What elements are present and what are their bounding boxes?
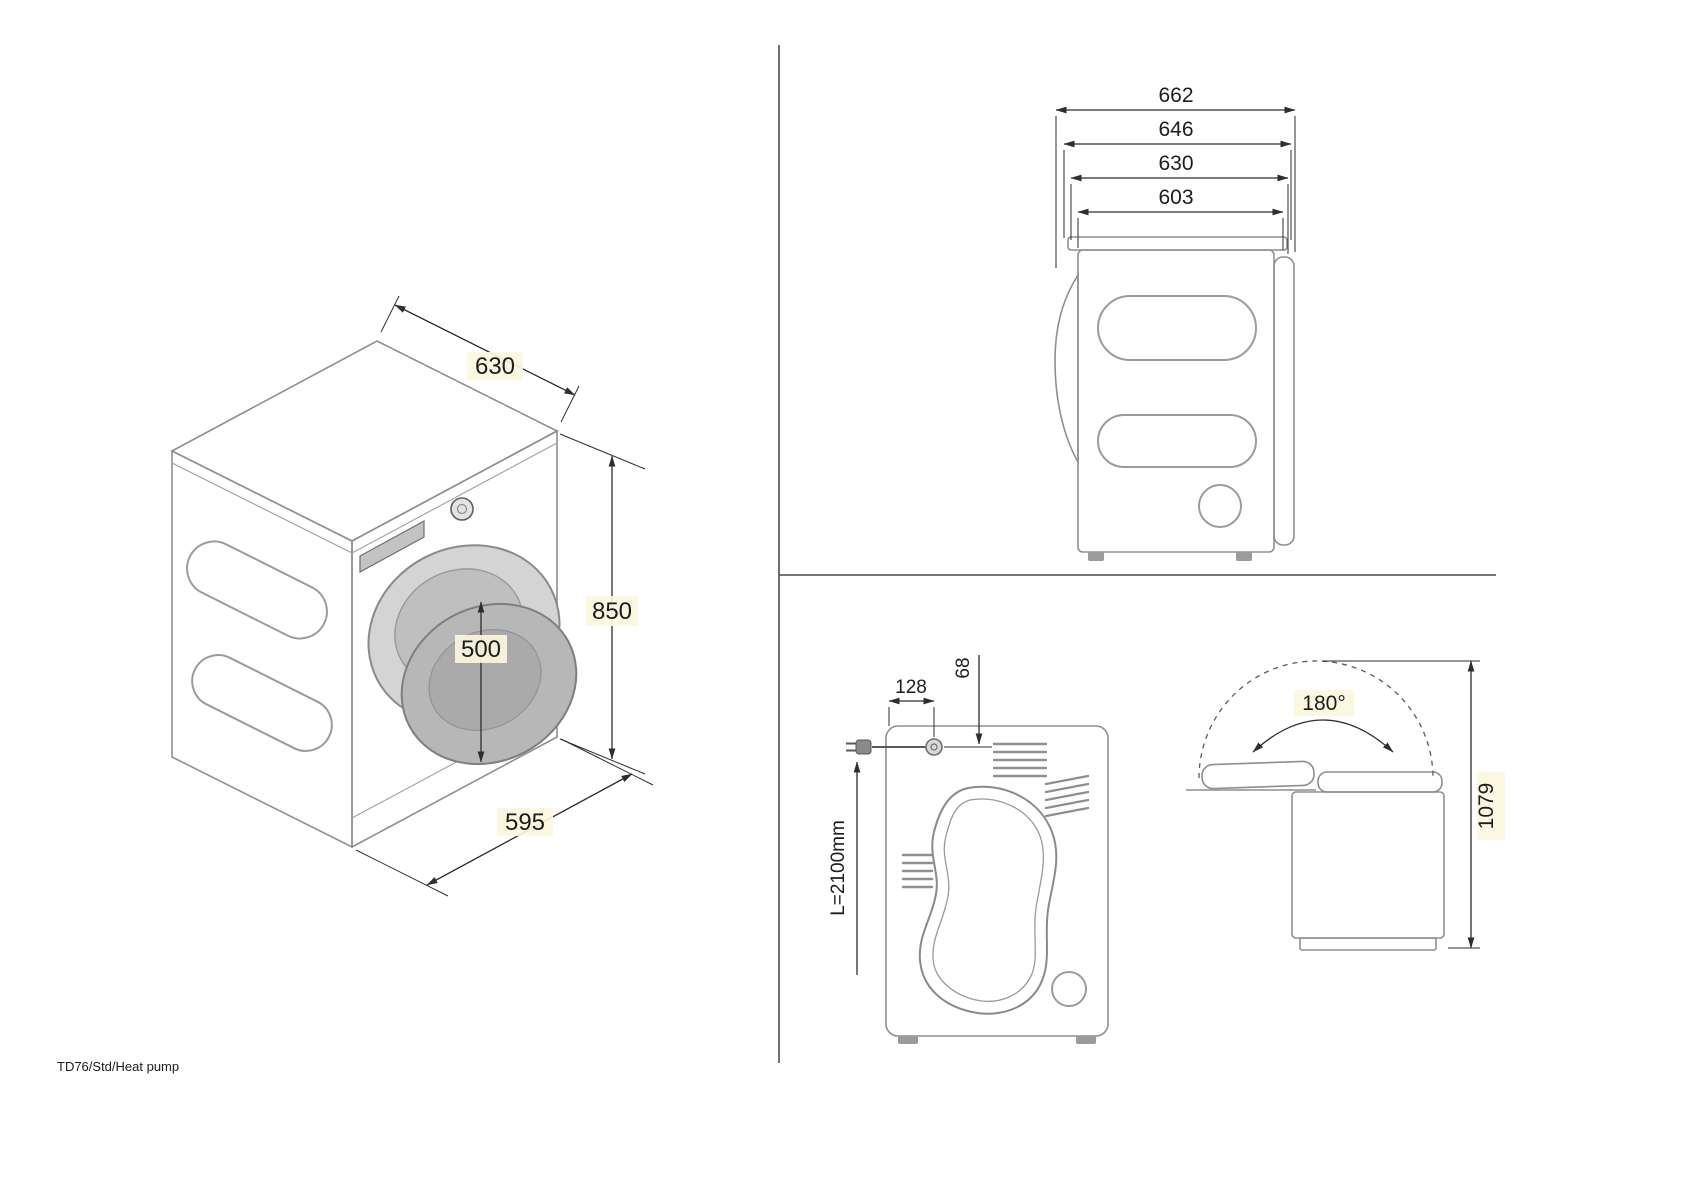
label-halo [1477, 772, 1505, 840]
machine-back-panel [885, 725, 1109, 1037]
ext-line [380, 295, 400, 333]
side-dim-646-label: 646 [1158, 118, 1193, 141]
control-panel [359, 497, 474, 574]
ext-line [559, 738, 646, 775]
panel-dividers [778, 45, 1496, 1063]
vent-louvers-diagonal [1044, 774, 1090, 818]
side-dim-603-label: 603 [1158, 186, 1193, 209]
lid-swing-arrow-arc [1252, 719, 1394, 753]
drain-cap [1051, 971, 1087, 1007]
dim-662: 662 [1055, 84, 1296, 268]
emboss-panel-upper [1097, 295, 1257, 361]
top-lid-lip-line [171, 442, 558, 554]
ext-line [559, 433, 646, 470]
open-lid-view: 180° 1079 [1186, 660, 1505, 951]
vent-louvers-top [992, 742, 1048, 778]
heat-pump-cover [918, 785, 1058, 1015]
cable-gland [925, 738, 943, 756]
vent-louvers-left [901, 853, 934, 889]
rear-view: 128 68 L=2100mm [828, 655, 1109, 1044]
isometric-view: 630 850 500 595 [170, 295, 654, 897]
side-view: 662 646 630 603 [1054, 84, 1296, 561]
base-plinth [1299, 937, 1437, 951]
display-window [359, 519, 425, 574]
side-dim-662-label: 662 [1158, 84, 1193, 107]
label-halo [497, 808, 553, 836]
rear-cable-length-label: L=2100mm [828, 820, 849, 916]
dim-width-595: 595 [355, 738, 654, 897]
dim-630: 630 [1070, 152, 1289, 254]
iso-width-label: 595 [505, 809, 545, 836]
top-panel [1317, 771, 1443, 793]
machine-left-face [171, 449, 353, 849]
iso-depth-label: 630 [475, 353, 515, 380]
ext-line [560, 738, 654, 786]
cover-outer-contour [918, 785, 1058, 1015]
emboss-panel-lower [1097, 414, 1257, 468]
machine-front-face [351, 429, 558, 849]
left-foot [898, 1036, 918, 1044]
open-lid [1201, 760, 1315, 790]
rear-plug-drop-label: 68 [953, 657, 974, 678]
emboss-panel-upper [186, 540, 328, 640]
cover-inner-contour [932, 798, 1045, 1002]
dim-height-850: 850 [559, 433, 646, 775]
dim-cable-length: L=2100mm [828, 761, 861, 975]
lid-angle-label: 180° [1302, 692, 1345, 715]
top-lid [1067, 236, 1288, 251]
label-halo [467, 352, 523, 380]
iso-height-label: 850 [592, 598, 632, 625]
program-knob-center [456, 503, 468, 515]
machine-body [1291, 791, 1445, 939]
dim-603: 603 [1077, 186, 1284, 250]
dim-open-height-1079: 1079 [1322, 660, 1505, 949]
right-foot [1076, 1036, 1096, 1044]
side-dim-630-label: 630 [1158, 152, 1193, 175]
front-foot [1088, 552, 1104, 561]
side-emboss-panels [186, 540, 333, 752]
model-label: TD76/Std/Heat pump [57, 1059, 179, 1074]
rear-foot [1236, 552, 1252, 561]
dim-door-500: 500 [455, 601, 507, 763]
emboss-panel-lower [191, 654, 333, 752]
ext-line [355, 849, 449, 897]
rear-plug-offset-label: 128 [895, 677, 927, 698]
label-halo [1294, 690, 1354, 716]
service-cap [1198, 484, 1242, 528]
program-knob [450, 497, 474, 521]
dim-plug-offset-128: 128 [888, 677, 935, 737]
dim-646: 646 [1063, 118, 1292, 240]
cable-gland-center [930, 743, 938, 751]
lid-swing-dashed-arc [1198, 660, 1434, 779]
dim-depth-630: 630 [380, 295, 580, 423]
label-halo [586, 596, 638, 626]
dim-line [394, 304, 576, 396]
iso-door-diameter-label: 500 [461, 636, 501, 663]
rear-panel [1273, 256, 1295, 546]
label-halo [455, 635, 507, 663]
door-bulge [1054, 272, 1079, 466]
dim-plug-drop-68: 68 [944, 655, 992, 748]
open-height-label: 1079 [1475, 783, 1498, 830]
plug [855, 739, 872, 755]
ext-line [560, 385, 580, 423]
power-cable [846, 738, 943, 756]
